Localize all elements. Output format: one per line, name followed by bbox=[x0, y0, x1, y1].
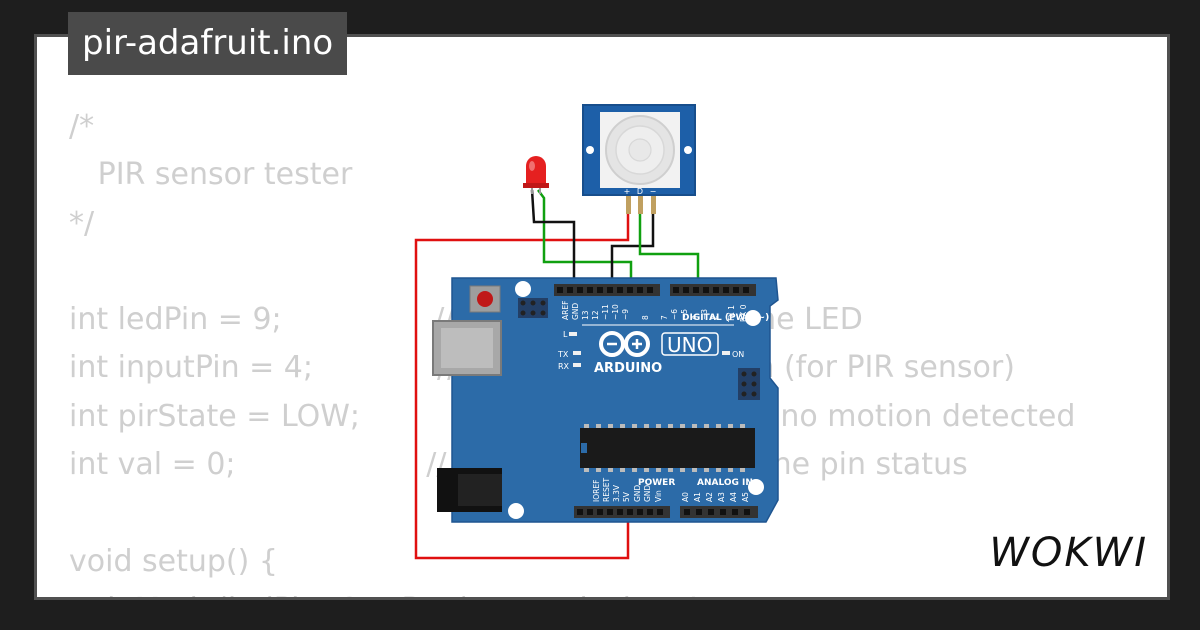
wire-green-pir[interactable] bbox=[638, 212, 700, 290]
pin-label-ioref: IOREF bbox=[592, 480, 601, 502]
wire-black-led[interactable] bbox=[530, 189, 576, 290]
pin-label-a1: A1 bbox=[693, 492, 702, 502]
atmega-chip bbox=[580, 424, 755, 472]
pir-pin-d-label: D bbox=[637, 187, 643, 196]
code-line: pinMode(ledPin, OUTPUT); // declare LED … bbox=[69, 586, 1075, 597]
code-line: PIR sensor tester bbox=[69, 157, 353, 193]
wokwi-logo: WOKWI bbox=[989, 530, 1148, 576]
pin-label-a2: A2 bbox=[705, 492, 714, 502]
led-l-label: L bbox=[563, 330, 568, 339]
pin-label-gnd1: GND bbox=[633, 485, 642, 502]
pin-label-10: ~10 bbox=[611, 304, 620, 320]
pin-label-5v: 5V bbox=[622, 491, 631, 502]
analog-header-label: ANALOG IN bbox=[697, 478, 753, 488]
digital-header bbox=[554, 284, 756, 296]
board-model: UNO bbox=[667, 333, 712, 357]
pin-label-4: 4 bbox=[690, 315, 699, 320]
pin-label-a3: A3 bbox=[717, 492, 726, 502]
pir-pin-vcc-label: + bbox=[624, 187, 631, 196]
pin-label-a0: A0 bbox=[681, 492, 690, 502]
arduino-uno[interactable]: AREF GND 13 12 ~11 ~10 ~9 8 7 ~6 ~5 4 ~3… bbox=[432, 277, 779, 523]
pin-label-rx0: RX 0 bbox=[739, 304, 748, 322]
wire-red-5v[interactable] bbox=[414, 212, 630, 560]
pin-label-6: ~6 bbox=[670, 309, 679, 320]
pin-label-gnd: GND bbox=[571, 303, 580, 320]
power-header-label: POWER bbox=[638, 478, 675, 488]
pin-label-2: 2 bbox=[710, 315, 719, 320]
pin-label-13: 13 bbox=[581, 310, 590, 320]
code-line: */ bbox=[69, 205, 95, 241]
pin-label-12: 12 bbox=[591, 310, 600, 320]
led-on-label: ON bbox=[732, 350, 744, 359]
pin-label-aref: AREF bbox=[561, 301, 570, 320]
pin-label-3: ~3 bbox=[700, 309, 709, 320]
pin-label-reset: RESET bbox=[602, 478, 611, 502]
pin-label-tx1: TX 1 bbox=[727, 305, 736, 323]
digital-header-label: DIGITAL (PWM ~) bbox=[682, 313, 769, 323]
code-line: void setup() { bbox=[69, 543, 278, 579]
pin-label-7: 7 bbox=[660, 315, 669, 320]
wires bbox=[414, 189, 700, 560]
board-name: ARDUINO bbox=[594, 361, 662, 376]
pin-label-11: ~11 bbox=[601, 304, 610, 320]
wire-green-led[interactable] bbox=[537, 189, 633, 290]
analog-header bbox=[680, 506, 758, 518]
power-header bbox=[574, 506, 670, 518]
led-tx-label: TX bbox=[557, 350, 569, 359]
pin-label-a5: A5 bbox=[741, 492, 750, 502]
pin-label-a4: A4 bbox=[729, 492, 738, 502]
project-title: pir-adafruit.ino bbox=[68, 12, 348, 75]
pin-label-9: ~9 bbox=[621, 309, 630, 320]
wokwi-logo-text: WOKWI bbox=[989, 530, 1148, 576]
led-rx-label: RX bbox=[558, 362, 570, 371]
pin-label-5: ~5 bbox=[680, 309, 689, 320]
pir-sensor[interactable]: + D − bbox=[582, 104, 696, 214]
pin-label-vin: Vin bbox=[654, 490, 663, 502]
led-red[interactable] bbox=[523, 156, 549, 194]
pin-label-gnd2: GND bbox=[643, 485, 652, 502]
pin-label-3v3: 3.3V bbox=[612, 484, 621, 502]
arduino-logo bbox=[599, 331, 650, 357]
pin-label-8: 8 bbox=[641, 315, 650, 320]
wire-black-pir[interactable] bbox=[610, 212, 655, 290]
pir-pin-gnd-label: − bbox=[650, 187, 657, 196]
code-line: /* bbox=[69, 109, 95, 144]
